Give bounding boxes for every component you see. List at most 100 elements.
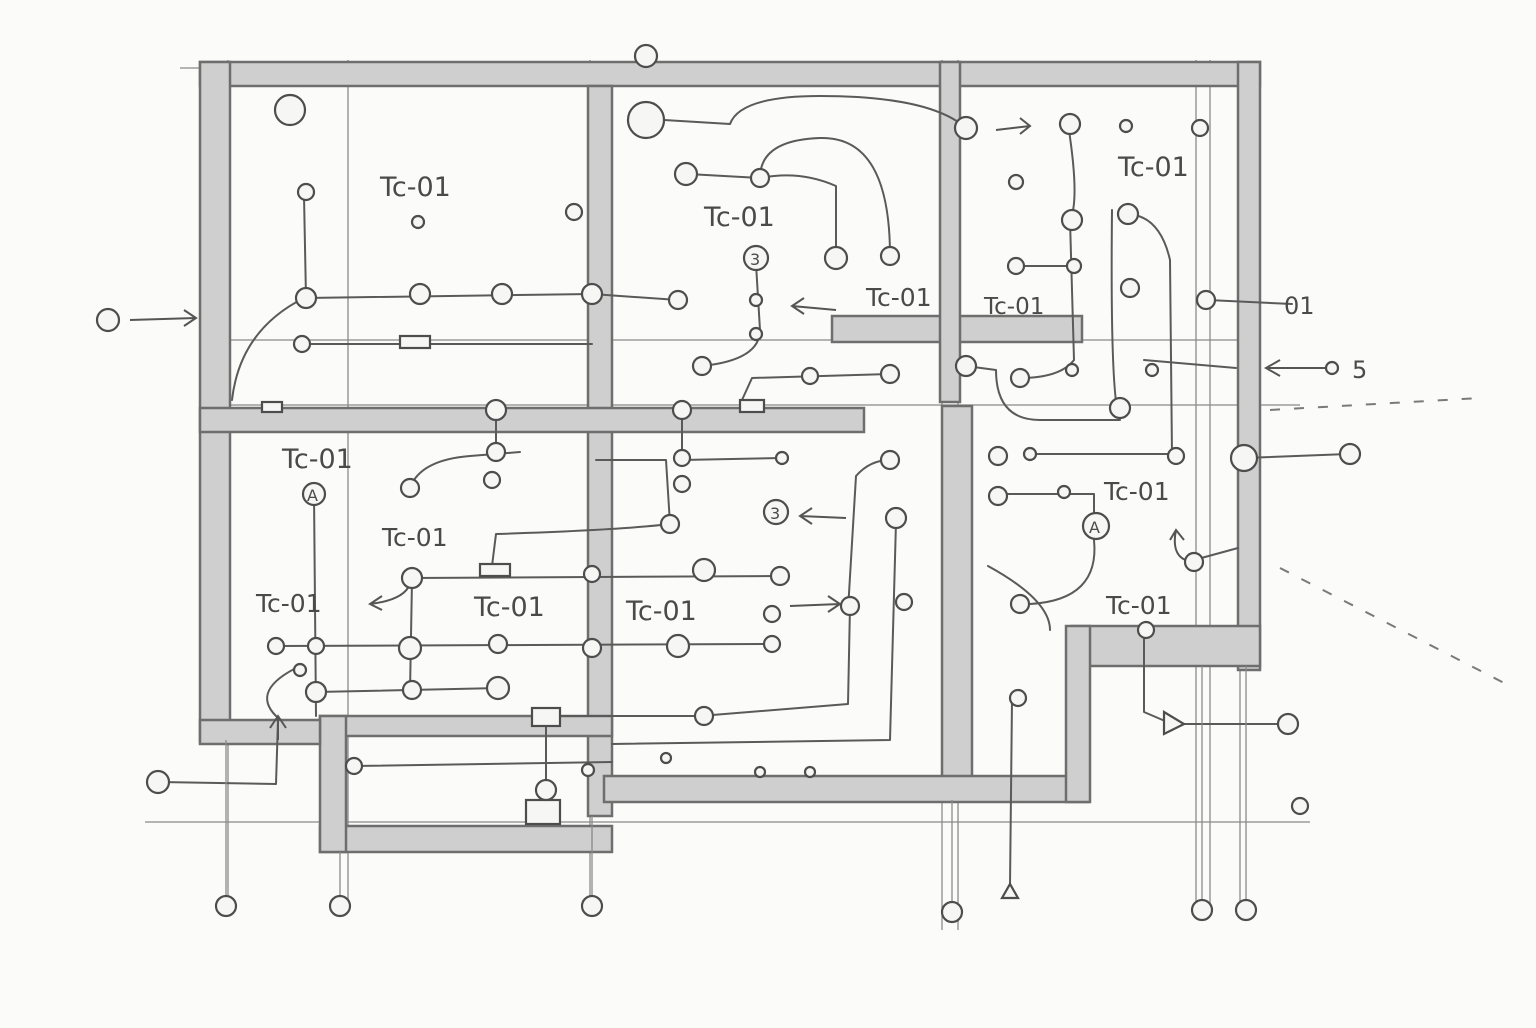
- feed-right-low: [1276, 712, 1300, 736]
- node-3-center: [762, 498, 790, 526]
- outlet-node: [879, 449, 901, 471]
- outlet-node: [490, 282, 514, 306]
- outlet-node: [879, 245, 901, 267]
- feed-right-mid: [1338, 442, 1362, 466]
- room-label: Tc-01: [281, 444, 353, 475]
- fixture-box-center: [738, 398, 766, 414]
- outlet-node: [400, 566, 424, 590]
- outlet-node: [401, 679, 423, 701]
- outlet-node: [1190, 118, 1210, 138]
- outlet-node: [1060, 208, 1084, 232]
- terminal-4: [940, 900, 964, 924]
- fixture-top-mid: [626, 100, 666, 140]
- wall-right: [1236, 60, 1262, 672]
- fixture-box-left-low: [260, 400, 284, 414]
- wall-annex-bottom: [318, 824, 614, 854]
- wall-bottom-left-annex: [318, 714, 614, 738]
- outlet-node: [397, 635, 423, 661]
- outlet-node: [410, 214, 426, 230]
- outlet-node: [399, 477, 421, 499]
- outlet-node: [1183, 551, 1205, 573]
- outlet-node: [987, 445, 1009, 467]
- terminal-6: [1234, 898, 1258, 922]
- arrow-in-right: [1263, 359, 1330, 377]
- outlet-node: [1056, 484, 1072, 500]
- room-label: Tc-01: [1105, 591, 1172, 620]
- wall-right-stub: [1070, 624, 1262, 668]
- outlet-node: [762, 604, 782, 624]
- room-label: Tc-01: [865, 283, 932, 312]
- outlet-node: [1009, 367, 1031, 389]
- outlet-node: [484, 398, 508, 422]
- outlet-node: [344, 756, 364, 776]
- outlet-node: [1064, 362, 1080, 378]
- arrow-right-room: [789, 595, 842, 613]
- outlet-node: [534, 778, 558, 802]
- outlet-node: [665, 633, 691, 659]
- fixture-box-mid: [478, 562, 512, 578]
- outlet-node: [408, 282, 432, 306]
- outlet-node: [954, 354, 978, 378]
- feed-nodes: [95, 43, 1362, 795]
- outlet-node: [1118, 118, 1134, 134]
- outlet-node: [1058, 112, 1082, 136]
- outlet-node: [294, 286, 318, 310]
- outlet-node: [304, 680, 328, 704]
- triangle-right: [1162, 710, 1187, 736]
- outlet-node: [1008, 688, 1028, 708]
- node-a-right-label: A: [1089, 518, 1100, 537]
- outlet-node: [749, 167, 771, 189]
- outlet-node: [1009, 593, 1031, 615]
- fixture-box-bottom: [530, 706, 562, 728]
- outlet-node: [659, 513, 681, 535]
- room-label: Tc-01: [379, 172, 451, 203]
- arrow-up-left: [790, 297, 837, 315]
- fixture-box-left: [398, 334, 432, 350]
- feed-right-5: [1324, 360, 1340, 376]
- feed-left-top: [95, 307, 121, 333]
- outlet-node: [1144, 362, 1160, 378]
- outlet-node: [691, 355, 713, 377]
- outlet-node: [485, 441, 507, 463]
- wall-right-stub-vertical: [1064, 624, 1092, 804]
- outlet-node: [748, 292, 764, 308]
- outlet-node: [266, 636, 286, 656]
- outlet-node: [803, 765, 817, 779]
- outlet-node: [673, 161, 699, 187]
- room-label: Tc-01: [625, 596, 697, 627]
- terminal-5: [1190, 898, 1214, 922]
- outlet-node: [1119, 277, 1141, 299]
- outlet-node: [748, 326, 764, 342]
- room-label: Tc-01: [1103, 477, 1170, 506]
- outlet-node: [774, 450, 790, 466]
- outlet-node: [292, 662, 308, 678]
- wall-bottom-left: [198, 718, 322, 746]
- fixture-top-left: [273, 93, 307, 127]
- outlet-node: [1065, 257, 1083, 275]
- outlet-node: [292, 334, 312, 354]
- side-label-5: 5: [1352, 356, 1367, 384]
- outlet-node: [667, 289, 689, 311]
- outlet-node: [987, 485, 1009, 507]
- fixture-box-annex: [524, 798, 562, 826]
- outlet-node: [894, 592, 914, 612]
- outlet-node: [582, 564, 602, 584]
- node-a-left-label: A: [307, 486, 318, 505]
- wall-left: [198, 60, 232, 744]
- outlet-node: [1195, 289, 1217, 311]
- outlet-node: [1108, 396, 1132, 420]
- bottom-terminals: [214, 796, 1310, 924]
- arrow-in-left: [129, 309, 198, 327]
- outlet-node: [671, 399, 693, 421]
- wall-bottom: [602, 774, 1090, 804]
- outlet-node: [879, 363, 901, 385]
- outlet-node: [953, 115, 979, 141]
- outlet-node: [580, 282, 604, 306]
- outlet-node: [581, 637, 603, 659]
- outlet-node: [659, 751, 673, 765]
- wall-inner-top-right: [938, 60, 962, 404]
- terminal-right-edge: [1290, 796, 1310, 816]
- outlet-node: [1136, 620, 1156, 640]
